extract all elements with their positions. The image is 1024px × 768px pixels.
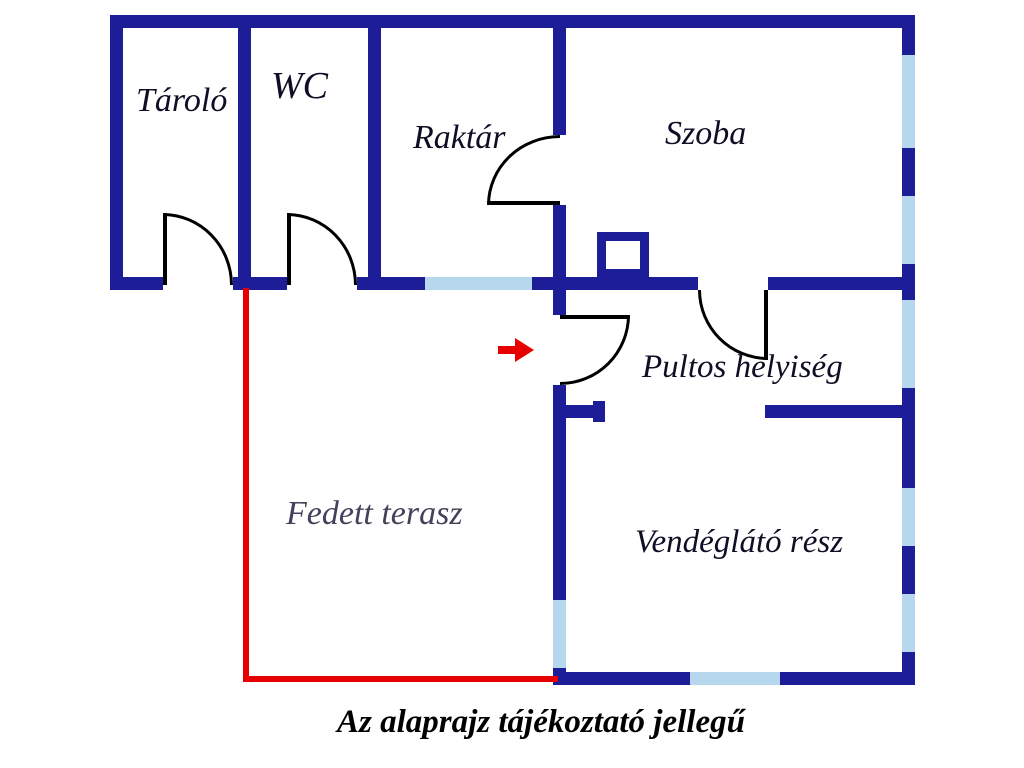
room-label-vendeglato: Vendéglátó rész — [635, 524, 844, 560]
pillar — [597, 232, 649, 278]
door-wc — [287, 213, 357, 285]
wall-tarolo-wc — [238, 15, 251, 290]
wall-pultos-stub-cap — [593, 401, 605, 422]
wall-lowerleft-segment — [553, 290, 566, 315]
wall-left — [110, 15, 123, 290]
wall-divider-segment — [110, 277, 163, 290]
wall-raktar-szoba-lower — [553, 205, 566, 290]
room-label-raktar: Raktár — [413, 119, 506, 156]
window-terrace-wall — [425, 277, 532, 290]
wall-pultos-stub — [553, 405, 605, 418]
wall-divider-segment — [768, 277, 915, 290]
wall-pultos-vendeglato — [765, 405, 915, 418]
wall-bottom-segment — [780, 672, 915, 685]
plan-caption: Az alaprajz tájékoztató jellegű — [337, 704, 745, 740]
window-right-pultos — [902, 300, 915, 388]
room-label-tarolo: Tároló — [136, 82, 228, 119]
window-right-szoba-1 — [902, 55, 915, 148]
terrace-line-vertical — [243, 288, 249, 680]
wall-bottom-segment — [553, 672, 690, 685]
room-label-wc: WC — [271, 65, 328, 107]
window-left-vendeglato — [553, 600, 566, 668]
door-terasz-pultos — [560, 315, 630, 385]
wall-raktar-szoba-upper — [553, 15, 566, 135]
window-bottom-vendeglato — [690, 672, 780, 685]
room-label-szoba: Szoba — [665, 115, 747, 152]
window-right-szoba-2 — [902, 196, 915, 264]
window-right-vendeglato-1 — [902, 488, 915, 546]
entrance-arrow-icon — [498, 338, 534, 362]
wall-lowerleft-segment — [553, 385, 566, 600]
window-right-vendeglato-2 — [902, 594, 915, 652]
room-label-fedett-terasz: Fedett terasz — [286, 495, 463, 532]
wall-divider-segment — [566, 277, 698, 290]
terrace-line-horizontal — [243, 676, 558, 682]
door-tarolo — [163, 213, 233, 285]
room-label-pultos: Pultos helyiség — [642, 349, 843, 385]
wall-top — [110, 15, 915, 28]
wall-wc-raktar — [368, 15, 381, 290]
